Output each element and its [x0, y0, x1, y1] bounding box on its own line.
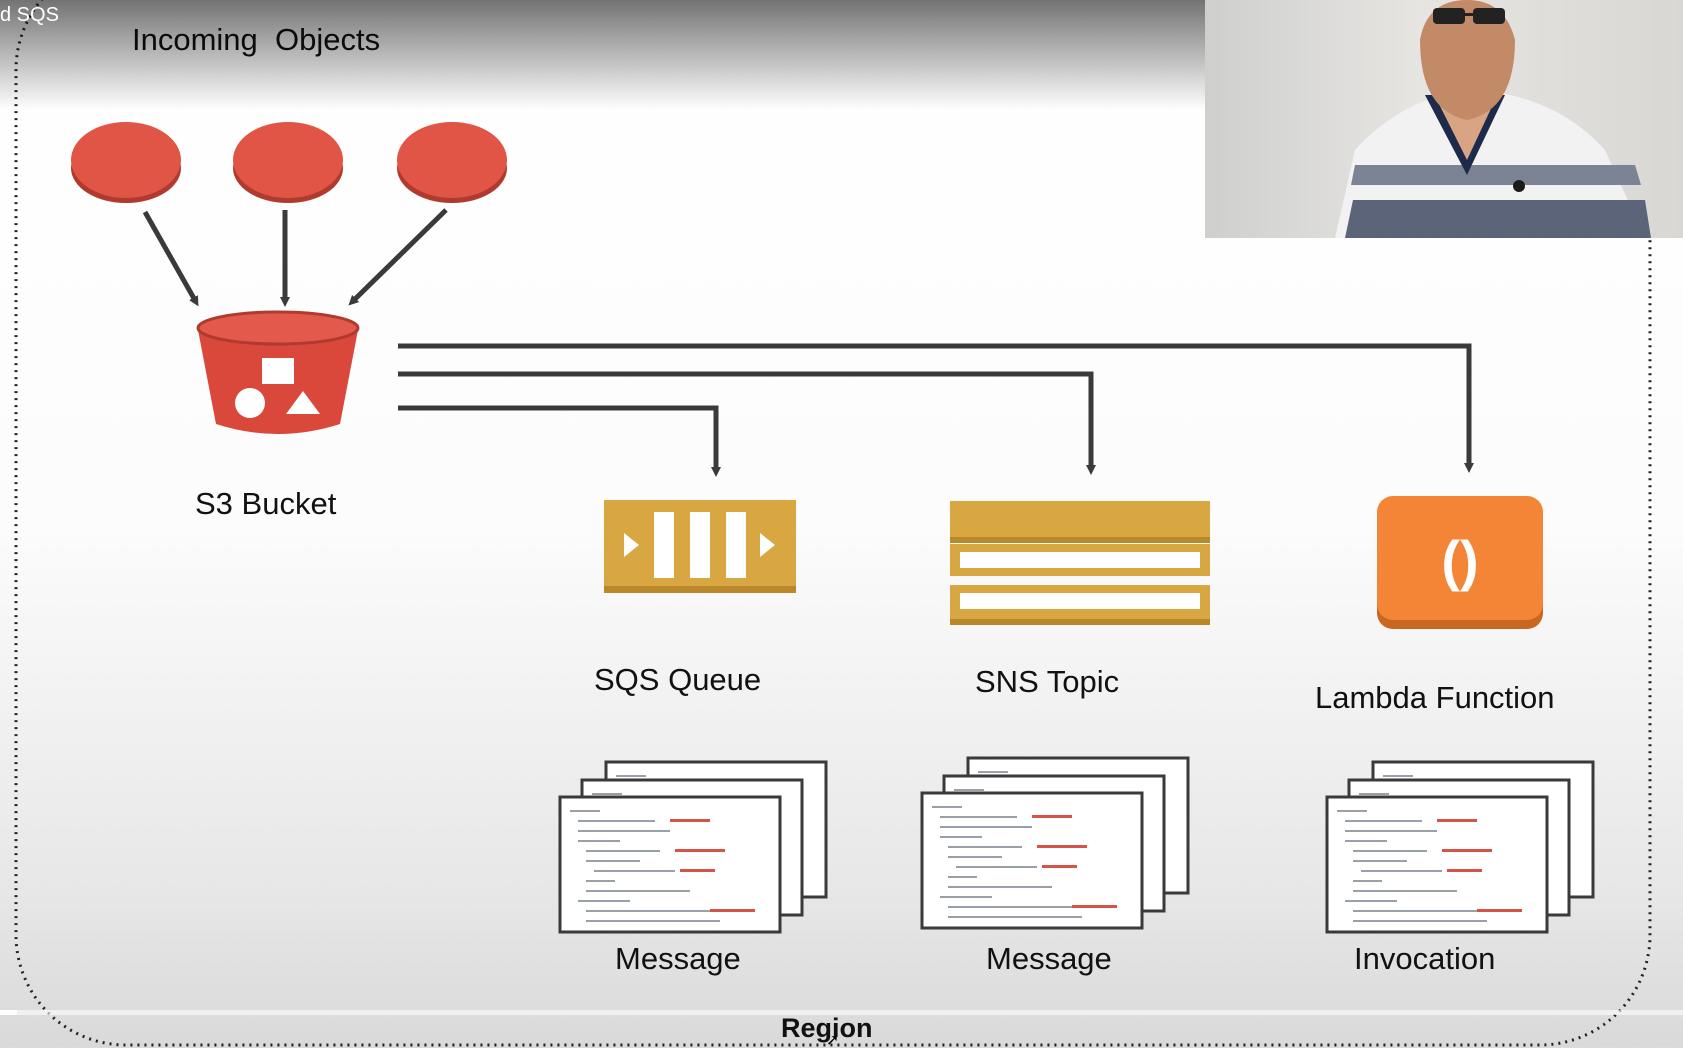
lambda-function-icon: () — [1377, 496, 1543, 629]
sns-topic-label: SNS Topic — [975, 664, 1120, 699]
video-progress-fill — [0, 1010, 17, 1015]
lambda-invocation-stack — [1325, 760, 1595, 934]
incoming-object-3 — [397, 122, 507, 203]
lambda-function-label: Lambda Function — [1315, 680, 1555, 715]
sqs-message-stack — [558, 760, 828, 934]
sns-message-stack — [920, 756, 1190, 930]
incoming-objects-label: Incoming Objects — [132, 22, 381, 57]
presenter-image — [1335, 0, 1651, 238]
sns-topic-icon — [950, 501, 1210, 625]
arrow-bucket-to-lambda — [398, 343, 1474, 473]
region-label: Region — [781, 1013, 873, 1043]
sqs-queue-icon — [604, 500, 796, 593]
lambda-invocation-label: Invocation — [1354, 941, 1496, 976]
incoming-object-2 — [233, 122, 343, 203]
s3-bucket-label: S3 Bucket — [195, 486, 337, 521]
mouse-cursor-icon: ➚ — [826, 1032, 840, 1049]
video-progress-bar[interactable] — [0, 1010, 1683, 1015]
lambda-icon-glyph: () — [1441, 529, 1478, 592]
arrow-object3-to-bucket — [348, 208, 448, 306]
sns-message-label: Message — [986, 941, 1112, 976]
arrow-object1-to-bucket — [142, 210, 199, 307]
arrow-bucket-to-sns — [398, 371, 1096, 475]
s3-bucket-icon — [196, 310, 360, 434]
video-title[interactable]: d SQS — [0, 4, 59, 26]
incoming-object-1 — [71, 122, 181, 203]
sqs-message-label: Message — [615, 941, 741, 976]
sqs-queue-label: SQS Queue — [594, 662, 762, 697]
arrow-bucket-to-sqs — [398, 405, 721, 477]
presenter-webcam — [1205, 0, 1683, 238]
